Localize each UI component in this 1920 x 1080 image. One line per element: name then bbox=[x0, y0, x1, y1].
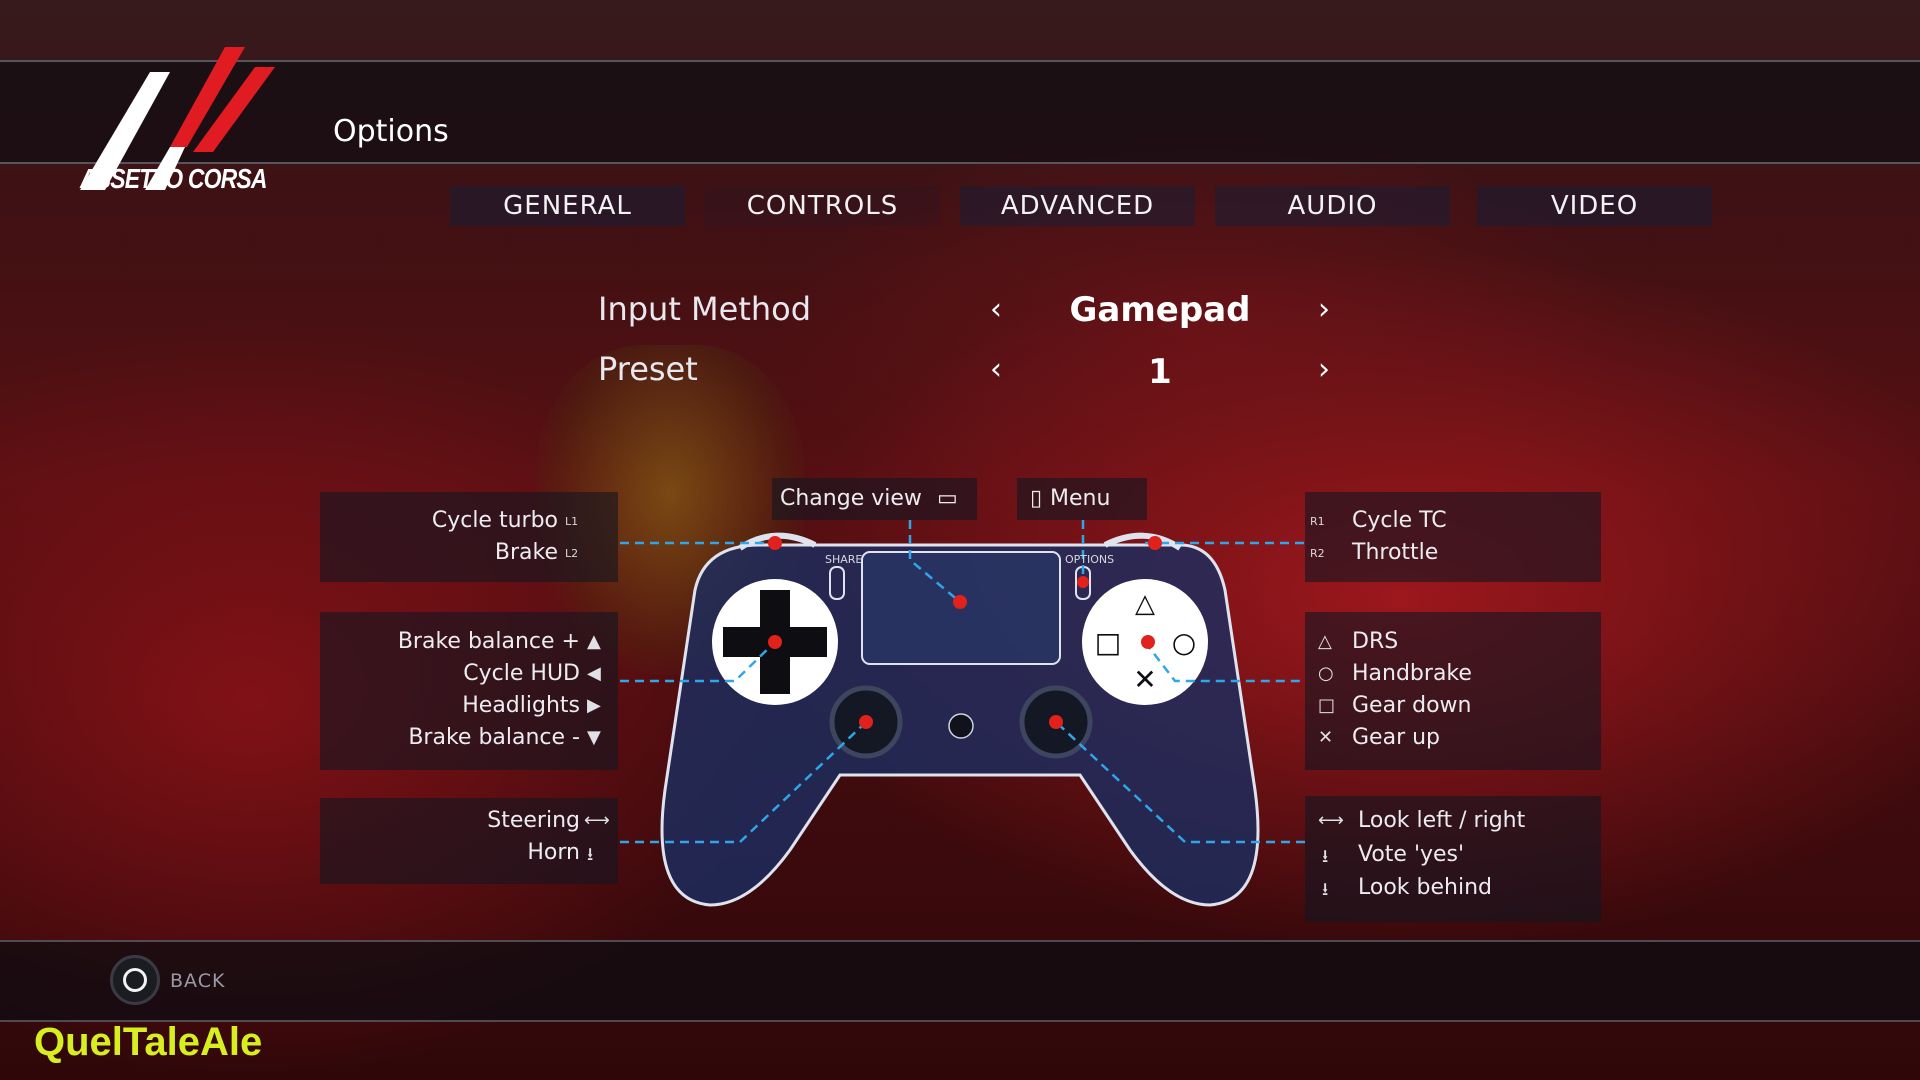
r1-code: R1 bbox=[1310, 515, 1325, 528]
touchpad-icon: ▭ bbox=[937, 486, 958, 511]
l2-code: L2 bbox=[565, 547, 579, 560]
svg-text:✕: ✕ bbox=[1133, 663, 1156, 696]
input-method-next-button[interactable]: › bbox=[1318, 292, 1330, 327]
right-shoulder-panel bbox=[1305, 492, 1601, 582]
right-stick-panel bbox=[1305, 796, 1601, 922]
gear-down-label: Gear down bbox=[1352, 693, 1472, 718]
share-code: SHARE bbox=[825, 553, 863, 566]
r2-code: R2 bbox=[1310, 547, 1325, 560]
preset-value: 1 bbox=[1148, 352, 1172, 392]
cycle-turbo-label: Cycle turbo bbox=[431, 508, 558, 533]
tab-video[interactable]: VIDEO bbox=[1477, 186, 1712, 226]
input-method-label: Input Method bbox=[598, 290, 812, 328]
horn-label: Horn bbox=[527, 840, 580, 865]
chevron-right-icon: › bbox=[1318, 352, 1330, 387]
options-code: OPTIONS bbox=[1065, 553, 1115, 566]
cycle-hud-label: Cycle HUD bbox=[463, 661, 580, 686]
ps-button bbox=[948, 713, 974, 739]
page-title: Options bbox=[333, 114, 449, 149]
preset-label: Preset bbox=[598, 350, 698, 388]
dpad-panel bbox=[320, 612, 618, 770]
dpad-up-icon: ▲ bbox=[587, 631, 601, 652]
preset-next-button[interactable]: › bbox=[1318, 352, 1330, 387]
tab-advanced[interactable]: ADVANCED bbox=[960, 186, 1195, 226]
left-stick-panel bbox=[320, 798, 618, 884]
svg-text:△: △ bbox=[1135, 589, 1155, 619]
stick-press-icon: ⭳ bbox=[587, 844, 594, 865]
input-method-value: Gamepad bbox=[1069, 290, 1251, 330]
tab-general[interactable]: GENERAL bbox=[450, 186, 685, 226]
handbrake-label: Handbrake bbox=[1352, 661, 1472, 686]
cross-icon: ✕ bbox=[1318, 727, 1334, 748]
l1-code: L1 bbox=[565, 515, 579, 528]
stick-horizontal-icon: ⟷ bbox=[584, 810, 610, 831]
options-icon: ▯ bbox=[1030, 486, 1043, 511]
logo-icon bbox=[80, 47, 275, 190]
watermark: QuelTaleAle bbox=[34, 1020, 263, 1064]
dpad-left-icon: ◀ bbox=[587, 663, 601, 684]
tab-controls[interactable]: CONTROLS bbox=[705, 186, 940, 226]
stick-press-icon: ⭳ bbox=[1322, 879, 1329, 900]
chevron-left-icon: ‹ bbox=[990, 292, 1002, 327]
steering-label: Steering bbox=[487, 808, 580, 833]
svg-text:□: □ bbox=[1095, 626, 1121, 659]
dpad-down-icon: ▼ bbox=[587, 727, 601, 748]
triangle-icon: △ bbox=[1318, 631, 1332, 652]
tab-audio[interactable]: AUDIO bbox=[1215, 186, 1450, 226]
menu-panel bbox=[1017, 478, 1147, 520]
throttle-label: Throttle bbox=[1352, 540, 1439, 565]
cycle-tc-label: Cycle TC bbox=[1352, 508, 1447, 533]
change-view-label: Change view bbox=[780, 486, 922, 511]
look-left-right-label: Look left / right bbox=[1358, 808, 1526, 833]
share-button bbox=[829, 566, 845, 600]
top-bar bbox=[0, 60, 1920, 164]
stick-horizontal-icon: ⟷ bbox=[1318, 810, 1344, 831]
brake-balance-up-label: Brake balance + bbox=[397, 629, 580, 654]
back-label[interactable]: BACK bbox=[170, 970, 226, 992]
brake-label: Brake bbox=[494, 540, 558, 565]
drs-label: DRS bbox=[1352, 629, 1399, 654]
chevron-right-icon: › bbox=[1318, 292, 1330, 327]
look-behind-label: Look behind bbox=[1358, 875, 1492, 900]
bottom-bar bbox=[0, 940, 1920, 1022]
headlights-label: Headlights bbox=[462, 693, 580, 718]
face-buttons-panel bbox=[1305, 612, 1601, 770]
svg-text:○: ○ bbox=[1172, 626, 1196, 659]
right-bumper bbox=[1103, 532, 1182, 551]
dpad-right-icon: ▶ bbox=[587, 695, 601, 716]
stick-press-icon: ⭳ bbox=[1322, 846, 1329, 867]
circle-icon: ○ bbox=[1318, 663, 1334, 684]
gear-up-label: Gear up bbox=[1352, 725, 1441, 750]
preset-prev-button[interactable]: ‹ bbox=[990, 352, 1002, 387]
square-icon: □ bbox=[1318, 695, 1336, 716]
left-shoulder-panel bbox=[320, 492, 618, 582]
tab-bar: GENERAL CONTROLS ADVANCED AUDIO VIDEO bbox=[450, 186, 1712, 226]
logo-text: ASSETTO CORSA bbox=[80, 163, 267, 194]
change-view-panel bbox=[772, 478, 977, 520]
brake-balance-down-label: Brake balance - bbox=[408, 725, 580, 750]
vote-yes-label: Vote 'yes' bbox=[1358, 842, 1465, 867]
chevron-left-icon: ‹ bbox=[990, 352, 1002, 387]
back-button[interactable] bbox=[110, 955, 160, 1005]
input-method-prev-button[interactable]: ‹ bbox=[990, 292, 1002, 327]
menu-label: Menu bbox=[1050, 486, 1111, 511]
